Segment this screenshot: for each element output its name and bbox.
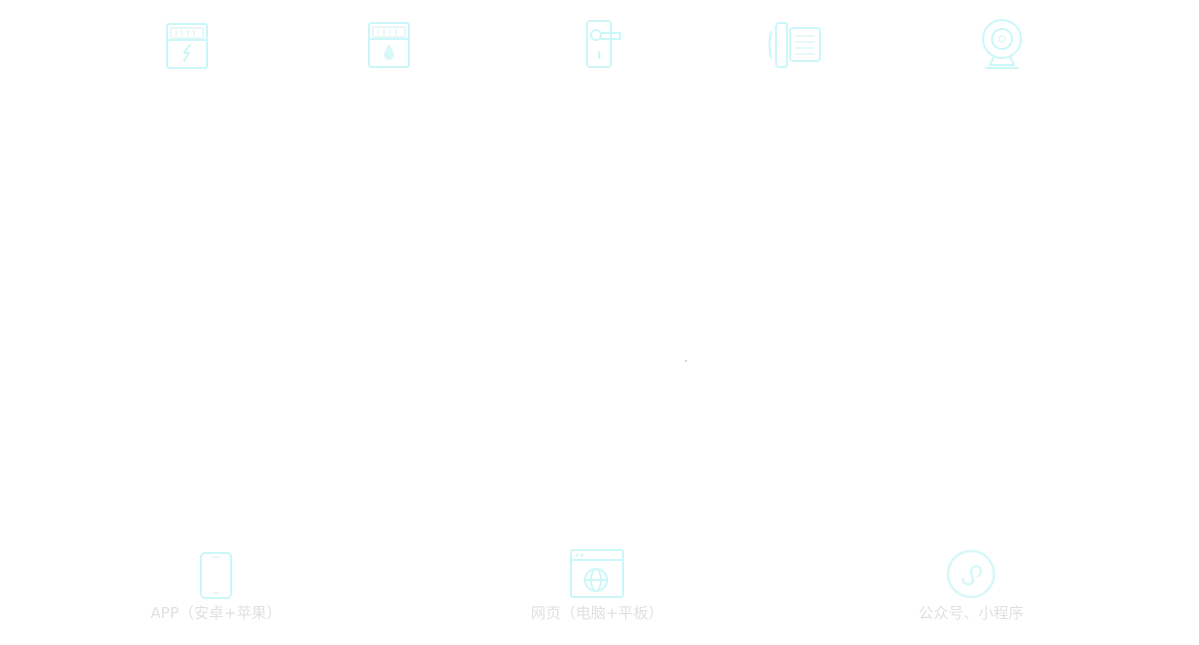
loading-indicator: [685, 360, 687, 362]
platform-mini-program-label: 公众号、小程序: [918, 604, 1024, 622]
platform-web-label: 网页（电脑+平板）: [530, 604, 664, 622]
browser-window-icon: [567, 548, 627, 604]
platform-app[interactable]: APP（安卓+苹果）: [96, 548, 336, 623]
platform-app-label: APP（安卓+苹果）: [150, 604, 282, 622]
electricity-meter-icon[interactable]: [157, 16, 217, 76]
webcam-icon[interactable]: [972, 16, 1032, 76]
device-icon-row: [0, 0, 1199, 90]
mini-program-icon: [941, 548, 1001, 604]
platform-mini-program[interactable]: 公众号、小程序: [851, 548, 1091, 623]
platform-web[interactable]: 网页（电脑+平板）: [477, 548, 717, 623]
water-meter-icon[interactable]: [359, 16, 419, 76]
telephone-icon[interactable]: [765, 16, 825, 76]
smartphone-icon: [186, 548, 246, 604]
smart-door-lock-icon[interactable]: [570, 16, 630, 76]
platform-list: APP（安卓+苹果） 网页（电脑+平板）: [0, 548, 1199, 638]
